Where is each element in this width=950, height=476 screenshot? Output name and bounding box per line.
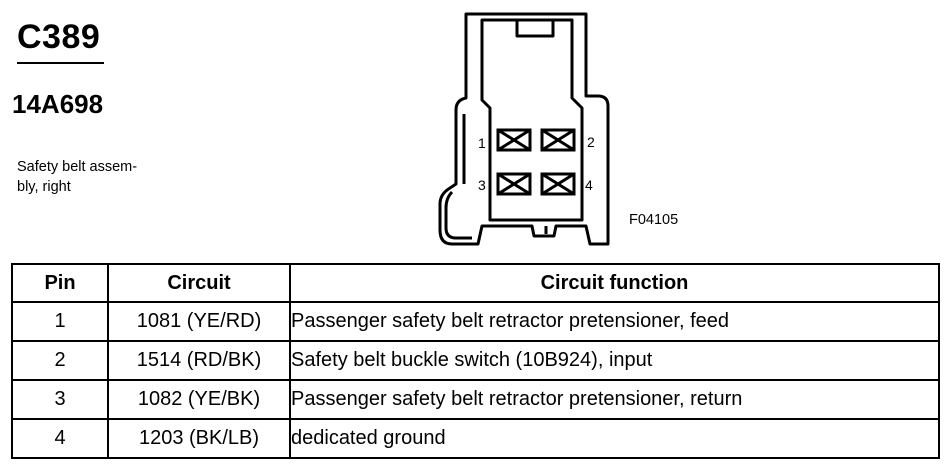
cavity-label-4: 4 — [585, 177, 593, 193]
pinout-table: Pin Circuit Circuit function 1 1081 (YE/… — [11, 263, 940, 459]
latch-loop — [480, 18, 584, 222]
description-line-1: Safety belt assem- — [17, 159, 138, 175]
row-pin: 2 — [11, 340, 109, 381]
table-row: 3 1082 (YE/BK) Passenger safety belt ret… — [11, 379, 940, 420]
row-pin: 3 — [11, 379, 109, 420]
header-pin: Pin — [11, 263, 109, 303]
row-function: dedicated ground — [289, 418, 940, 459]
cavity-3 — [496, 172, 532, 196]
row-function: Passenger safety belt retractor pretensi… — [289, 379, 940, 420]
side-rail — [444, 114, 472, 240]
connector-id-underline — [17, 62, 104, 64]
table-row: 2 1514 (RD/BK) Safety belt buckle switch… — [11, 340, 940, 381]
latch-tab — [515, 18, 555, 38]
table-row: 1 1081 (YE/RD) Passenger safety belt ret… — [11, 301, 940, 342]
part-number: 14A698 — [12, 89, 104, 119]
table-row: 4 1203 (BK/LB) dedicated ground — [11, 418, 940, 459]
row-circuit: 1081 (YE/RD) — [107, 301, 291, 342]
connector-id: C389 — [17, 18, 101, 56]
header-circuit-function: Circuit function — [289, 263, 940, 303]
connector-description: Safety belt assem- bly, right — [17, 157, 187, 197]
table-header-row: Pin Circuit Circuit function — [11, 263, 940, 303]
figure-label: F04105 — [629, 212, 679, 228]
row-circuit: 1082 (YE/BK) — [107, 379, 291, 420]
row-function: Safety belt buckle switch (10B924), inpu… — [289, 340, 940, 381]
header-circuit: Circuit — [107, 263, 291, 303]
cavity-label-2: 2 — [587, 134, 595, 150]
row-pin: 4 — [11, 418, 109, 459]
row-circuit: 1514 (RD/BK) — [107, 340, 291, 381]
row-circuit: 1203 (BK/LB) — [107, 418, 291, 459]
row-function: Passenger safety belt retractor pretensi… — [289, 301, 940, 342]
cavity-label-3: 3 — [478, 177, 486, 193]
cavity-1 — [496, 128, 532, 152]
connector-face-diagram: 1 2 3 4 — [438, 12, 610, 246]
cavity-4 — [540, 172, 576, 196]
housing-outline — [438, 12, 610, 246]
cavity-label-1: 1 — [478, 135, 486, 151]
description-line-2: bly, right — [17, 179, 71, 195]
cavity-2 — [540, 128, 576, 152]
row-pin: 1 — [11, 301, 109, 342]
